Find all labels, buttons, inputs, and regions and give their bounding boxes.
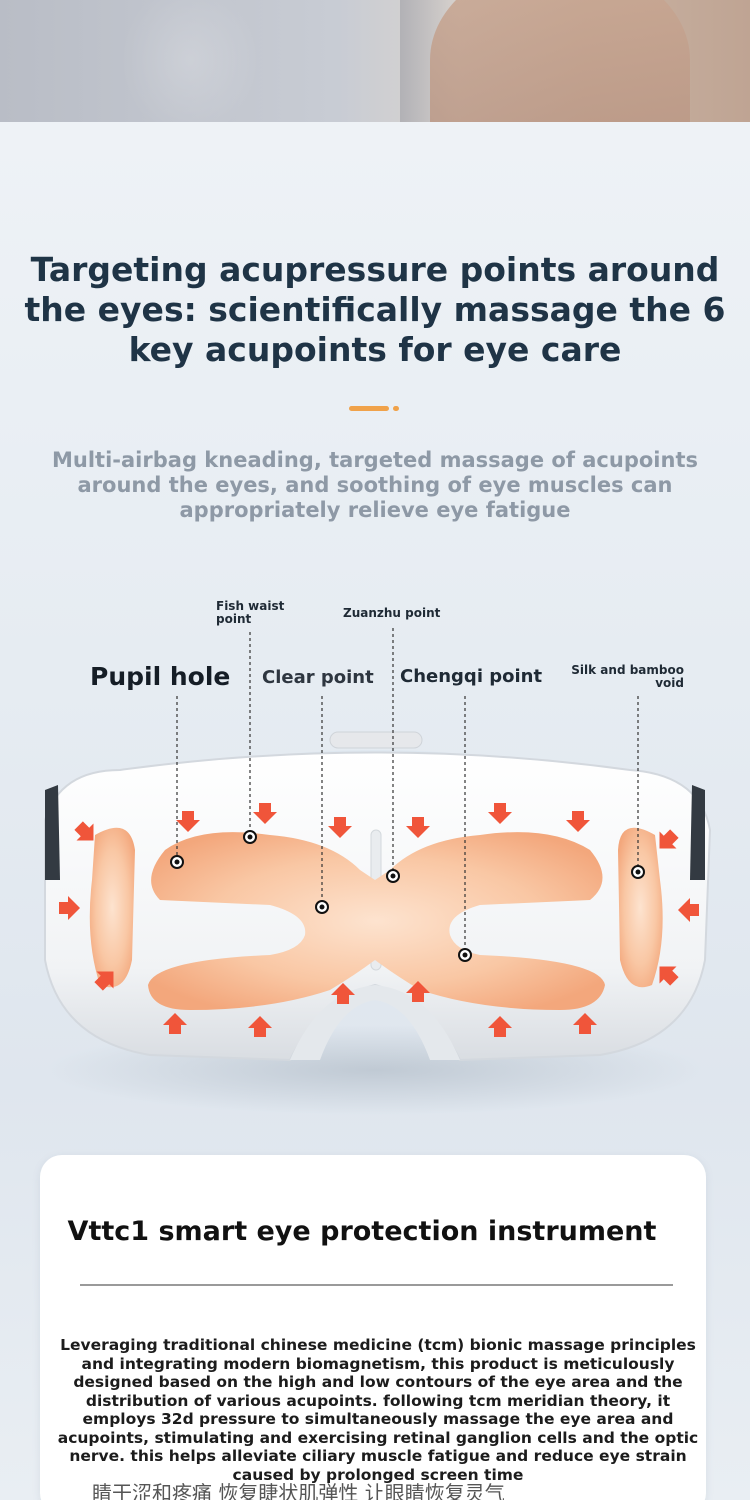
massager-svg — [44, 628, 712, 1115]
accent-dot — [393, 406, 399, 411]
strap-knob — [329, 731, 423, 749]
label-chengqi: Chengqi point — [400, 666, 543, 687]
card-benefits-line: 睛干涩和疼痛 恢复睫状肌弹性 让眼睛恢复灵气 — [92, 1481, 505, 1500]
right-side-pad — [618, 827, 663, 988]
card-divider — [80, 1284, 673, 1286]
acupoint-dots — [170, 830, 645, 962]
right-band — [690, 785, 705, 880]
center-airbag-pad — [148, 832, 605, 1010]
card-title: Vttc1 smart eye protection instrument — [67, 1216, 657, 1247]
page-subheadline: Multi-airbag kneading, targeted massage … — [52, 448, 698, 522]
card-description: Leveraging traditional chinese medicine … — [57, 1336, 699, 1484]
fabric-fold — [120, 0, 260, 122]
nose-cutout — [290, 985, 460, 1060]
label-clear-point: Clear point — [262, 667, 374, 688]
left-side-pad — [89, 827, 135, 988]
arm-skin — [430, 0, 690, 122]
label-silk-bamboo: Silk and bamboo void — [571, 663, 684, 690]
label-zuanzhu: Zuanzhu point — [343, 606, 441, 620]
left-band — [45, 785, 60, 880]
product-info-card — [40, 1155, 706, 1500]
label-pupil-hole: Pupil hole — [90, 662, 231, 691]
page-headline: Targeting acupressure points around the … — [24, 250, 726, 369]
label-fish-waist: Fish waist point — [216, 599, 285, 626]
leader-lines — [176, 628, 639, 955]
eye-massager-illustration — [0, 560, 750, 1140]
top-photo-strip — [0, 0, 750, 122]
accent-bar — [349, 406, 389, 411]
